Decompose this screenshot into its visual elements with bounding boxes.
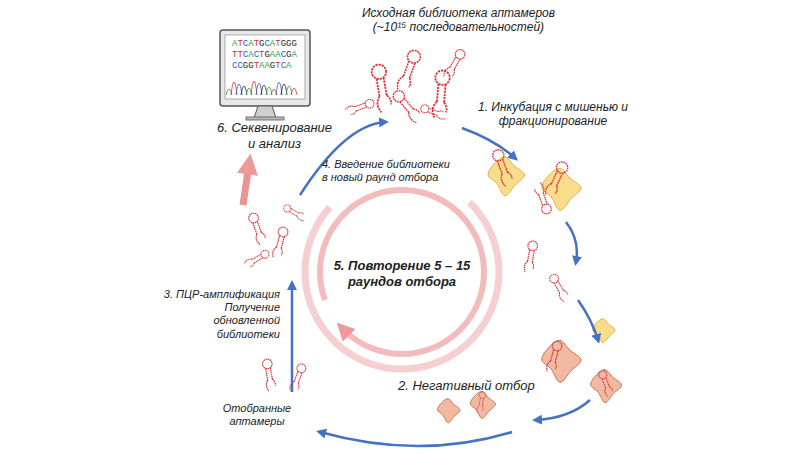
cycle-ring — [320, 190, 484, 354]
aptamer — [271, 226, 289, 259]
aptamer — [523, 240, 538, 273]
cycle-arrow — [291, 284, 294, 392]
step-label: 6. Секвенирование и анализ — [212, 120, 337, 151]
computer-monitor — [220, 30, 310, 120]
aptamer — [420, 104, 448, 121]
target-molecule — [542, 168, 581, 210]
aptamer — [548, 273, 570, 303]
cycle-label: 5. Повторение 5 – 15 раундов отбора — [326, 258, 478, 289]
library-label: Исходная библиотека аптамеров (~10¹⁵ пос… — [356, 6, 561, 35]
aptamer — [345, 98, 375, 116]
chromatogram-peak — [291, 88, 297, 95]
target-molecule — [470, 391, 495, 418]
aptamer — [262, 358, 277, 391]
target-molecule — [488, 157, 524, 196]
aptamer — [545, 340, 563, 373]
cycle-arrow — [566, 222, 577, 262]
cycle-arrow — [462, 128, 515, 158]
aptamer — [282, 204, 306, 222]
step-label: 4. Введение библиотеки в новый раунд отб… — [322, 158, 454, 184]
aptamer — [432, 70, 451, 119]
step-label: 1. Инкубация с мишенью и фракционировани… — [478, 100, 628, 129]
aptamer — [533, 182, 553, 215]
step-label: 2. Негативный отбор — [398, 378, 535, 394]
selected-label: Отобранные аптамеры — [212, 402, 302, 428]
cycle-arrow — [578, 300, 598, 340]
aptamer — [442, 48, 466, 80]
aptamer — [544, 160, 570, 198]
step-label: 3. ПЦР-амплификация Получение обновленно… — [162, 288, 280, 341]
aptamer — [247, 212, 267, 245]
sequence-line: TTCACTGAACGA — [232, 51, 297, 60]
target-molecule — [542, 340, 581, 382]
sequence-line: ATCATGCATGGG — [232, 40, 297, 49]
cycle-arrow — [536, 400, 590, 420]
aptamer — [391, 88, 423, 124]
target-molecule — [591, 370, 622, 403]
output-arrow — [243, 164, 249, 205]
sequence-line: CCGGTAAGTCA — [232, 62, 291, 71]
cycle-arrow — [320, 432, 512, 446]
aptamer — [476, 392, 486, 414]
aptamer — [598, 370, 615, 398]
aptamer — [396, 49, 423, 93]
target-molecule — [438, 399, 460, 423]
aptamer — [244, 249, 271, 269]
